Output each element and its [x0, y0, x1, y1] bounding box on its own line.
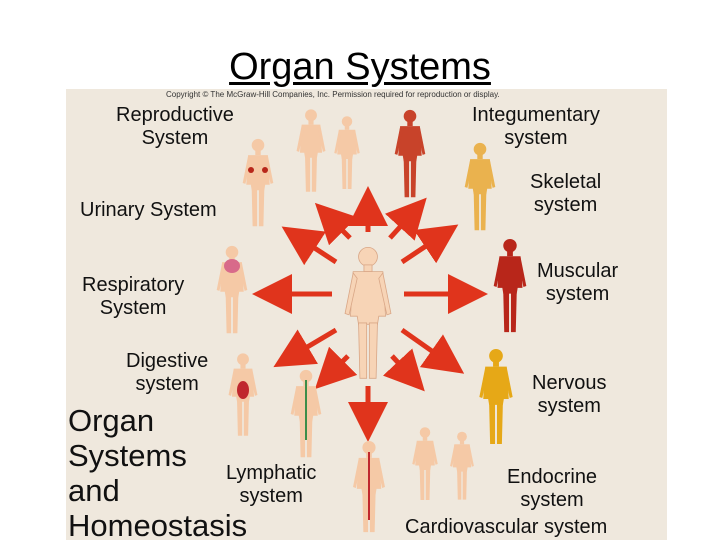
urinary-figure — [242, 138, 274, 227]
respiratory-figure — [216, 245, 248, 334]
center-body — [344, 246, 392, 380]
arrow-upper-left — [314, 202, 358, 246]
arrow-lower-left — [314, 346, 358, 390]
arrow-left-up — [281, 226, 338, 266]
stomach-marker — [237, 381, 249, 399]
reproductive-female-figure — [334, 116, 360, 189]
slide-title: Organ Systems — [229, 46, 491, 88]
nervous-figure — [479, 348, 513, 445]
arrow-right-down — [400, 327, 465, 374]
label-urinary-system: Urinary System — [80, 199, 217, 221]
endocrine-female-figure — [450, 431, 474, 500]
skeletal-figure — [464, 142, 496, 231]
arrow-upper-right — [385, 197, 427, 241]
organ-systems-homeostasis-caption: Organ Systems and Homeostasis — [68, 403, 248, 543]
kidney-marker — [262, 167, 268, 173]
arrow-lower-right — [382, 348, 425, 392]
arrow-left-down — [273, 327, 338, 368]
reproductive-male-figure — [296, 109, 326, 192]
lungs-marker — [224, 259, 240, 273]
radiating-arrows — [252, 186, 488, 442]
system-figures — [216, 109, 527, 533]
endocrine-male-figure — [412, 427, 438, 500]
kidney-marker — [248, 167, 254, 173]
copyright-notice: Copyright © The McGraw-Hill Companies, I… — [166, 90, 500, 99]
muscular-figure — [493, 238, 527, 333]
integumentary-figure — [394, 109, 426, 198]
arrow-right-up — [400, 224, 459, 265]
label-cardiovascular-system: Cardiovascular system — [405, 516, 608, 538]
